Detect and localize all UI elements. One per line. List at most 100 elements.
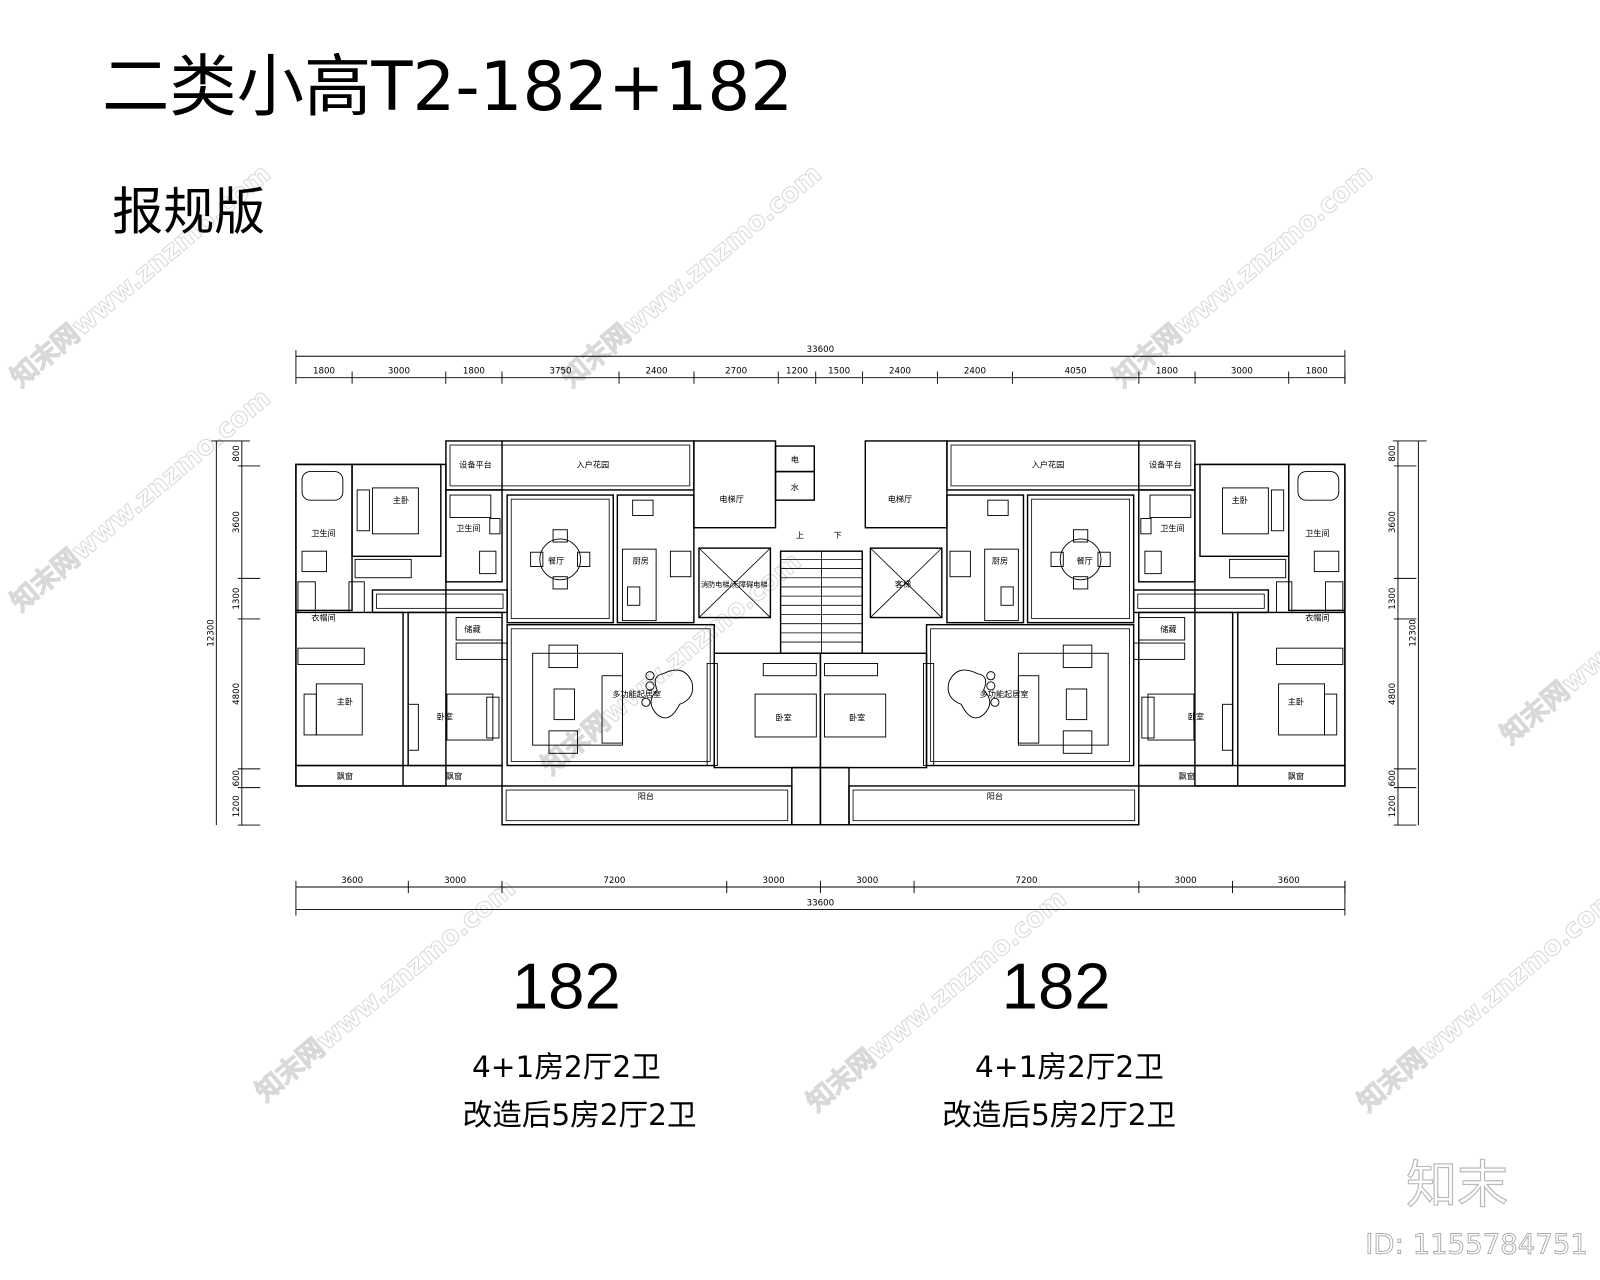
unit-layout: 4+1房2厅2卫 <box>472 1050 661 1084</box>
room-label: 主卧 <box>1288 696 1304 706</box>
room-label: 主卧 <box>337 696 353 706</box>
dimension-value: 2700 <box>725 367 747 377</box>
room-label: 飘窗 <box>446 771 462 781</box>
room-labels: 设备平台入户花园卫生间主卧卫生间餐厅厨房衣帽间储藏主卧卧室飘窗飘窗多功能起居室阳… <box>311 459 1329 801</box>
room-label: 多功能起居室 <box>980 689 1029 699</box>
label-stair-up: 上 <box>796 530 804 540</box>
dimension-value: 1800 <box>1156 367 1178 377</box>
room-label: 卧室 <box>437 712 453 722</box>
room-label: 衣帽间 <box>1305 613 1329 623</box>
dimension-value: 7200 <box>603 876 625 886</box>
dimension-value: 1200 <box>786 367 808 377</box>
watermark-text: 知末网www.znzmo.com <box>1495 515 1600 750</box>
room-label: 卫生间 <box>456 523 480 533</box>
dimension-lines: 1800 3000 1800 3750 2400 2700 1200 1500 2400 2400… <box>206 345 1427 916</box>
watermark-text: 知末网www.znzmo.com <box>1352 883 1600 1118</box>
dimension-value: 3600 <box>232 511 242 533</box>
label-elevator-lobby: 电梯厅 <box>888 494 912 504</box>
unit-renovated-layout: 改造后5房2厅2卫 <box>942 1098 1176 1132</box>
room-label: 飘窗 <box>337 771 353 781</box>
label-passenger-elevator: 客梯 <box>895 579 911 589</box>
room-label: 餐厅 <box>1077 555 1093 565</box>
dimension-value: 600 <box>232 770 242 787</box>
watermark-id: ID: 1155784751 <box>1365 1228 1588 1260</box>
dimension-value: 3000 <box>388 367 410 377</box>
room-label: 卧室 <box>776 713 792 723</box>
dimension-value: 3000 <box>763 876 785 886</box>
dimension-total: 33600 <box>807 898 835 908</box>
unit-area: 182 <box>1002 949 1111 1022</box>
watermark-text: 知末网www.znzmo.com <box>1107 158 1379 393</box>
unit-summary-left: 182 4+1房2厅2卫 改造后5房2厅2卫 <box>463 949 697 1131</box>
dimension-total: 12300 <box>1408 619 1418 647</box>
dimension-value: 2400 <box>889 367 911 377</box>
watermark-text: 知末网www.znzmo.com <box>5 383 277 618</box>
dimension-total: 12300 <box>206 619 216 647</box>
dimension-value: 1500 <box>828 367 850 377</box>
dimension-value: 2400 <box>964 367 986 377</box>
room-label: 飘窗 <box>1179 771 1195 781</box>
dimension-value: 1200 <box>1388 795 1398 817</box>
dimension-value: 3000 <box>856 876 878 886</box>
room-label: 衣帽间 <box>311 613 335 623</box>
room-label: 主卧 <box>393 495 409 505</box>
room-label: 入户花园 <box>577 459 610 469</box>
room-label: 卫生间 <box>311 528 335 538</box>
unit-layout: 4+1房2厅2卫 <box>975 1050 1164 1084</box>
room-label: 主卧 <box>1232 495 1248 505</box>
watermark-text: 知末网www.znzmo.com <box>556 158 828 393</box>
room-label: 储藏 <box>464 624 480 634</box>
room-label: 卫生间 <box>1160 523 1184 533</box>
room-label: 餐厅 <box>548 555 564 565</box>
core-plan <box>693 440 948 654</box>
room-label: 飘窗 <box>1288 771 1304 781</box>
room-label: 储藏 <box>1160 624 1176 634</box>
dimension-total: 33600 <box>807 345 835 355</box>
dimension-value: 800 <box>1388 445 1398 462</box>
room-label: 卧室 <box>1188 712 1204 722</box>
label-elevator-lobby: 电梯厅 <box>719 494 743 504</box>
dimension-value: 1300 <box>1388 588 1398 610</box>
core-labels: 电梯厅 电梯厅 电 水 上 下 消防电梯/无障碍电梯 客梯 <box>701 454 912 589</box>
room-label: 设备平台 <box>459 459 492 469</box>
room-label: 设备平台 <box>1149 459 1182 469</box>
dimension-value: 1800 <box>1306 367 1328 377</box>
dimension-value: 3600 <box>1388 511 1398 533</box>
dimension-value: 3000 <box>1175 876 1197 886</box>
room-label: 多功能起居室 <box>612 689 661 699</box>
dimension-value: 3600 <box>1278 876 1300 886</box>
room-label: 厨房 <box>633 555 649 565</box>
dimension-value: 2400 <box>645 367 667 377</box>
dimension-value: 3750 <box>549 367 571 377</box>
dimension-value: 1300 <box>232 588 242 610</box>
dimension-value: 3000 <box>444 876 466 886</box>
dimension-value: 4800 <box>1388 683 1398 705</box>
unit-renovated-layout: 改造后5房2厅2卫 <box>463 1098 697 1132</box>
dimension-value: 7200 <box>1015 876 1037 886</box>
page-title: 二类小高T2-182+182 <box>102 47 793 126</box>
dimension-value: 600 <box>1388 770 1398 787</box>
unit-summary-right: 182 4+1房2厅2卫 改造后5房2厅2卫 <box>942 949 1176 1131</box>
room-label: 入户花园 <box>1032 459 1065 469</box>
unit-area: 182 <box>512 949 621 1022</box>
room-label: 卫生间 <box>1305 528 1329 538</box>
dimension-value: 800 <box>232 445 242 462</box>
dimension-value: 3000 <box>1231 367 1253 377</box>
dimension-value: 1200 <box>232 795 242 817</box>
room-label: 阳台 <box>638 791 654 801</box>
dimension-value: 4800 <box>232 683 242 705</box>
room-label: 厨房 <box>992 555 1008 565</box>
room-label: 阳台 <box>987 791 1003 801</box>
page-subtitle: 报规版 <box>112 184 265 243</box>
label-electric-shaft: 电 <box>791 454 799 464</box>
dimension-value: 1800 <box>463 367 485 377</box>
dimension-value: 3600 <box>341 876 363 886</box>
dimension-value: 4050 <box>1065 367 1087 377</box>
label-fire-elevator: 消防电梯/无障碍电梯 <box>701 580 768 589</box>
watermark-pattern: 知末网www.znzmo.com 知末网www.znzmo.com 知末网www… <box>4 158 1600 1119</box>
label-water-shaft: 水 <box>791 482 799 492</box>
watermark-logo: 知末 <box>1406 1156 1508 1215</box>
room-label: 卧室 <box>849 713 865 723</box>
label-stair-down: 下 <box>834 530 842 540</box>
